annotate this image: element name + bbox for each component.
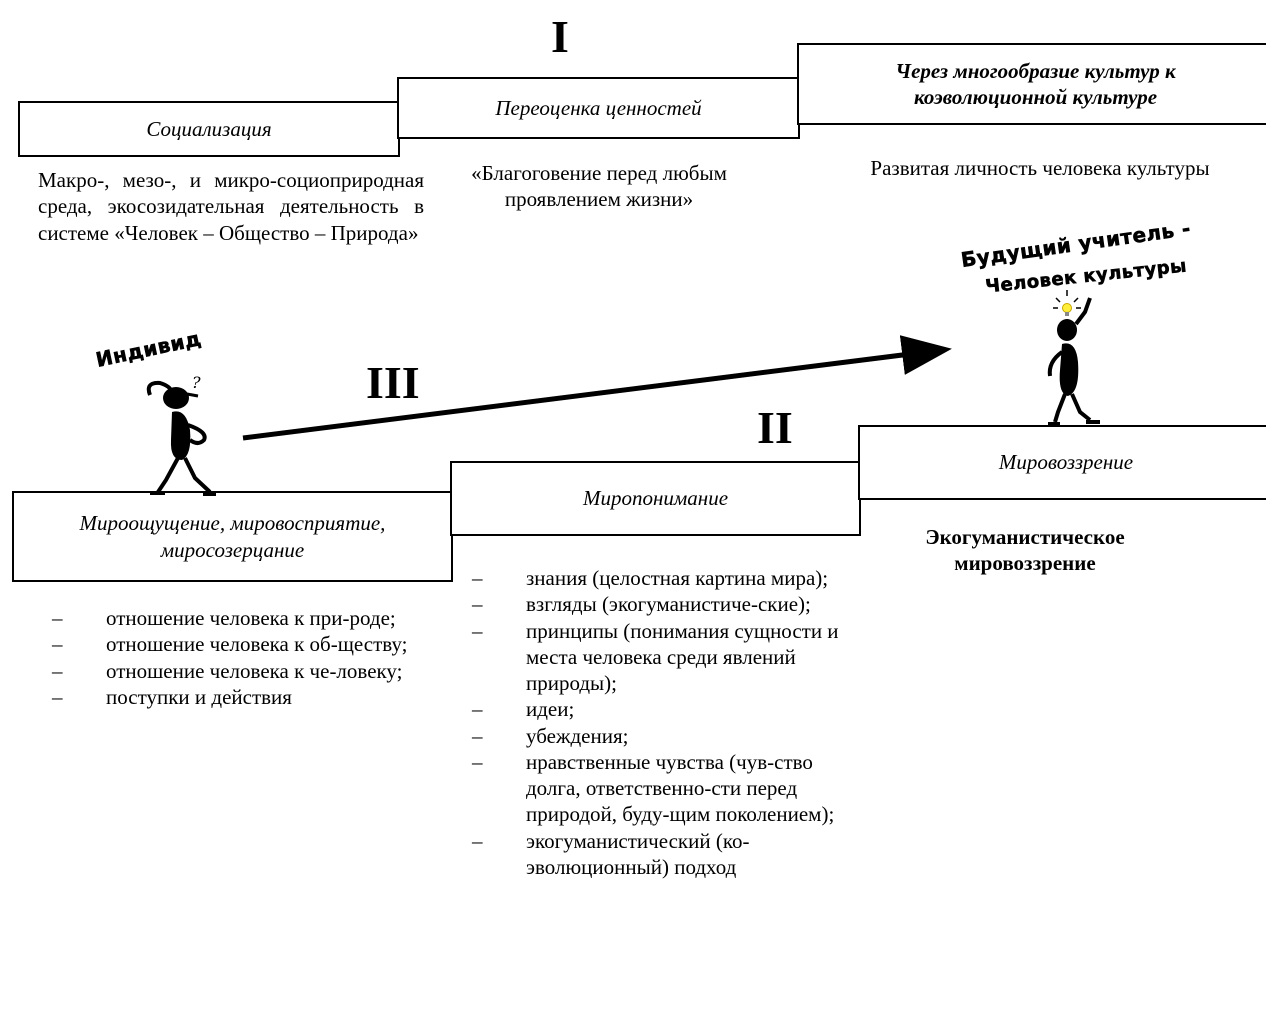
list-item: взгляды (экогуманистиче-ские); xyxy=(454,591,849,618)
list-item: принципы (понимания сущности и места чел… xyxy=(454,618,849,697)
step-worldview: Мировоззрение xyxy=(858,425,1266,500)
step-understanding: Миропонимание xyxy=(450,461,861,536)
step-worldview-label: Мировоззрение xyxy=(998,450,1134,475)
thinking-man-icon: ? xyxy=(146,373,216,496)
revaluation-note: «Благоговение перед любым проявлением жи… xyxy=(471,161,727,212)
lightbulb-man-icon xyxy=(1047,290,1100,426)
list-item: убеждения; xyxy=(454,723,849,750)
list-item: экогуманистический (ко-эволюционный) под… xyxy=(454,828,849,881)
step-revaluation: Переоценка ценностей xyxy=(397,77,800,139)
list-item: отношение человека к че-ловеку; xyxy=(34,658,424,685)
step-perception: Мироощущение, мировосприятие, миросозерц… xyxy=(12,491,453,582)
socialization-note: Макро-, мезо-, и микро-социоприродная ср… xyxy=(38,168,424,245)
list-item: отношение человека к об-ществу; xyxy=(34,631,424,658)
worldview-note: Экогуманистическое мировоззрение xyxy=(925,525,1125,576)
step-culture-label: Через многообразие культур к коэволюцион… xyxy=(895,58,1176,109)
list-item: отношение человека к при-роде; xyxy=(34,605,424,632)
stage-numeral-two: II xyxy=(757,402,793,453)
list-item: знания (целостная картина мира); xyxy=(454,565,849,592)
arrow-icon xyxy=(242,335,952,441)
stage-numeral-three: III xyxy=(366,357,420,408)
step-socialization-label: Социализация xyxy=(146,116,272,141)
stage-numeral-one: I xyxy=(551,11,569,62)
question-mark: ? xyxy=(192,373,201,392)
list-item: идеи; xyxy=(454,696,849,723)
perception-list: отношение человека к при-роде; отношение… xyxy=(34,605,424,710)
list-item: поступки и действия xyxy=(34,684,424,711)
step-revaluation-label: Переоценка ценностей xyxy=(495,95,702,120)
culture-note: Развитая личность человека культуры xyxy=(870,156,1210,180)
step-understanding-label: Миропонимание xyxy=(582,486,729,511)
list-item: нравственные чувства (чув-ство долга, от… xyxy=(454,749,849,828)
step-perception-label: Мироощущение, мировосприятие, миросозерц… xyxy=(79,511,386,562)
step-culture: Через многообразие культур к коэволюцион… xyxy=(797,43,1266,125)
understanding-list: знания (целостная картина мира); взгляды… xyxy=(454,565,849,880)
